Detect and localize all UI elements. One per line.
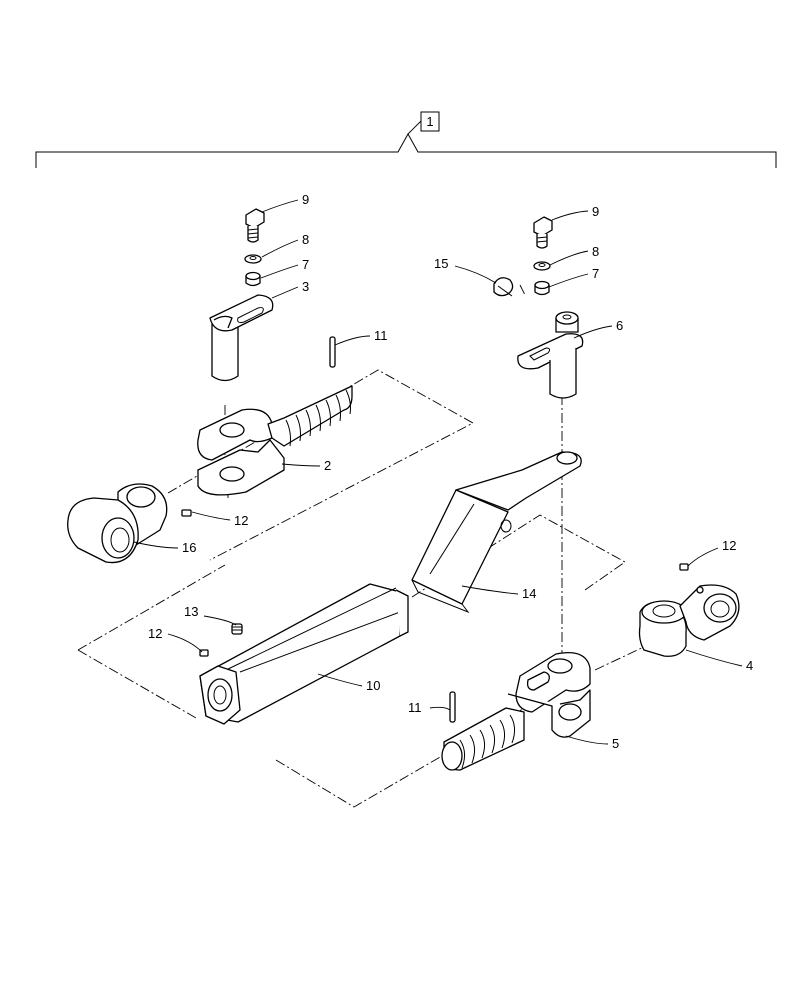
grease-fitting-right (679, 563, 704, 594)
callout-16: 16 (182, 540, 196, 555)
callout-7-left: 7 (302, 257, 309, 272)
callout-12-right: 12 (722, 538, 736, 553)
callout-12-tube: 12 (148, 626, 162, 641)
callout-8-right: 8 (592, 244, 599, 259)
callout-4: 4 (746, 658, 753, 673)
spacer-right (534, 280, 550, 296)
assembly-label: 1 (426, 114, 433, 129)
clevis-upper (197, 385, 353, 496)
pin-plate-left (209, 294, 274, 382)
callout-8-left: 8 (302, 232, 309, 247)
spacer-left (245, 271, 261, 287)
swivel-left (67, 483, 168, 564)
pin-plate-right (517, 311, 584, 399)
bolt-right (533, 216, 553, 249)
adjuster-tube (199, 583, 409, 725)
swivel-right (638, 584, 740, 657)
bolt-left (245, 208, 265, 243)
callout-3: 3 (302, 279, 309, 294)
washer-left (244, 254, 262, 264)
lynch-pin (493, 277, 514, 297)
assembly-label-box (420, 111, 440, 132)
callout-2: 2 (324, 458, 331, 473)
thread-upper (285, 389, 351, 447)
callout-9-left: 9 (302, 192, 309, 207)
clevis-lower (441, 651, 591, 771)
lever-clip (411, 451, 582, 614)
callout-5: 5 (612, 736, 619, 751)
callout-13: 13 (184, 604, 198, 619)
grease-fitting-left (181, 509, 192, 517)
callout-15: 15 (434, 256, 448, 271)
callout-10: 10 (366, 678, 380, 693)
callout-11-upper: 11 (374, 328, 388, 343)
callout-labels: 9 8 7 3 11 2 12 16 9 8 7 15 6 14 13 12 1… (148, 192, 753, 751)
set-screw (231, 623, 243, 635)
leader-lines (133, 199, 743, 745)
roll-pin-upper (329, 336, 336, 368)
callout-12-left: 12 (234, 513, 248, 528)
callout-6: 6 (616, 318, 623, 333)
callout-9-right: 9 (592, 204, 599, 219)
washer-right (533, 261, 551, 271)
callout-11-lower: 11 (408, 700, 422, 715)
assembly-bracket: 1 (35, 111, 777, 168)
roll-pin-lower (449, 691, 456, 723)
thread-lower (459, 714, 516, 769)
callout-14: 14 (522, 586, 536, 601)
callout-7-right: 7 (592, 266, 599, 281)
